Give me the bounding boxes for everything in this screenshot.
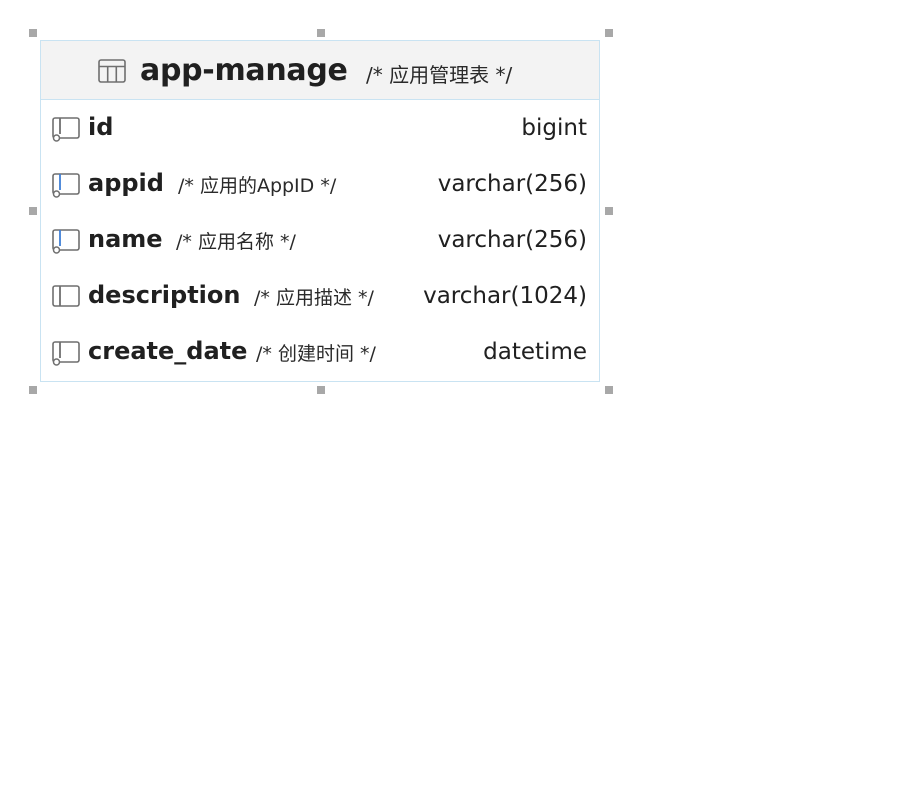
field-type: varchar(256): [437, 171, 587, 197]
resize-handle-top[interactable]: [317, 29, 325, 37]
resize-handle-bottom-left[interactable]: [29, 386, 37, 394]
table-icon: [98, 59, 126, 83]
resize-handle-top-left[interactable]: [29, 29, 37, 37]
field-row[interactable]: name /* 应用名称 */ varchar(256): [41, 212, 599, 268]
column-icon: [52, 285, 80, 307]
field-row[interactable]: id bigint: [41, 100, 599, 156]
field-name: description: [88, 281, 241, 309]
field-name: name: [88, 225, 163, 253]
table-header[interactable]: app-manage /* 应用管理表 */: [41, 41, 599, 100]
field-type: datetime: [483, 339, 587, 365]
field-row[interactable]: description /* 应用描述 */ varchar(1024): [41, 268, 599, 324]
field-name: appid: [88, 169, 164, 197]
field-name: id: [88, 113, 114, 141]
resize-handle-top-right[interactable]: [605, 29, 613, 37]
table-entity[interactable]: app-manage /* 应用管理表 */ id bigint appid /* 应…: [40, 40, 600, 382]
table-name: app-manage: [140, 53, 348, 88]
field-type: bigint: [521, 115, 587, 141]
field-type: varchar(256): [437, 227, 587, 253]
field-comment: /* 应用的AppID */: [178, 175, 337, 197]
indexed-column-icon: [52, 229, 80, 254]
field-comment: /* 创建时间 */: [256, 343, 376, 365]
resize-handle-right[interactable]: [605, 207, 613, 215]
indexed-column-icon: [52, 173, 80, 198]
field-row[interactable]: create_date /* 创建时间 */ datetime: [41, 324, 599, 380]
field-name: create_date: [88, 337, 248, 365]
resize-handle-left[interactable]: [29, 207, 37, 215]
resize-handle-bottom[interactable]: [317, 386, 325, 394]
table-comment: /* 应用管理表 */: [366, 63, 513, 87]
field-type: varchar(1024): [423, 283, 587, 309]
field-comment: /* 应用名称 */: [176, 231, 296, 253]
resize-handle-bottom-right[interactable]: [605, 386, 613, 394]
primary-key-column-icon: [52, 117, 80, 142]
field-row[interactable]: appid /* 应用的AppID */ varchar(256): [41, 156, 599, 212]
key-column-icon: [52, 341, 80, 366]
field-comment: /* 应用描述 */: [254, 287, 374, 309]
